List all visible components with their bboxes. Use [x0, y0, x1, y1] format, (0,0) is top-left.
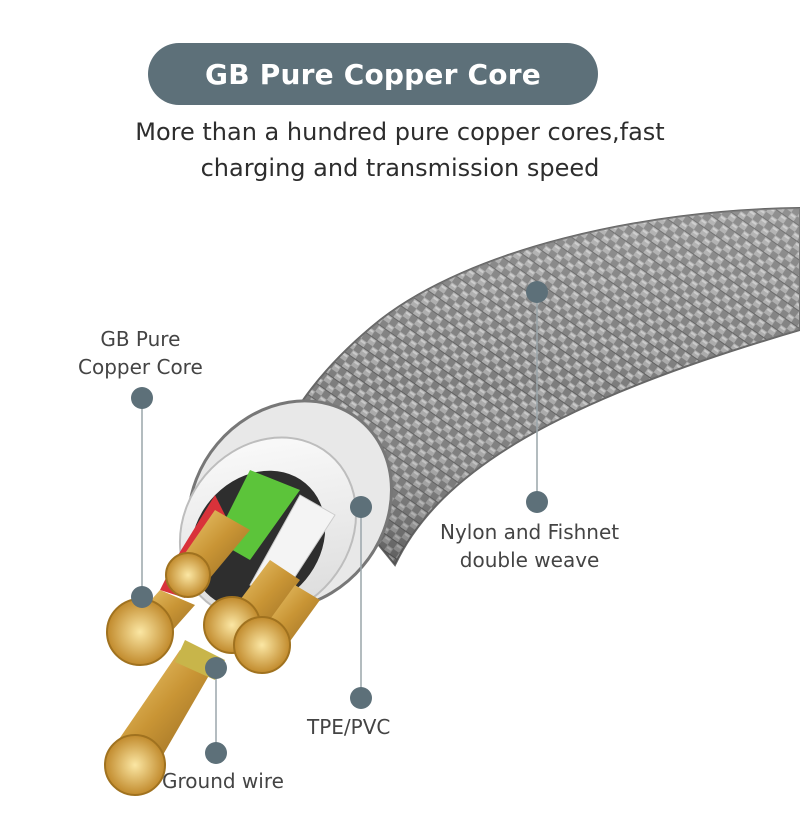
- callout-weave-line-1: Nylon and Fishnet: [440, 520, 620, 544]
- callout-weave-line-2: double weave: [459, 548, 600, 572]
- callout-ground-text: Ground wire: [162, 769, 284, 793]
- callout-dot-copper-core-top: [131, 387, 153, 409]
- subtitle-line-1: More than a hundred pure copper cores,fa…: [135, 118, 665, 146]
- callout-dot-copper-core-bottom: [131, 586, 153, 608]
- callout-weave: Nylon and Fishnet double weave: [440, 518, 619, 574]
- callout-dot-weave-top: [526, 281, 548, 303]
- strand-end-5: [104, 734, 166, 796]
- subtitle: More than a hundred pure copper cores,fa…: [60, 114, 740, 186]
- strand-end-1: [165, 552, 211, 598]
- callout-copper-core-line-2: Copper Core: [78, 355, 203, 379]
- strand-end-2: [106, 598, 174, 666]
- title-text: GB Pure Copper Core: [205, 57, 541, 91]
- callout-dot-ground-bottom: [205, 742, 227, 764]
- callout-jacket: TPE/PVC: [307, 713, 390, 741]
- callout-dot-jacket-top: [350, 496, 372, 518]
- callout-dot-ground-top: [205, 657, 227, 679]
- ground-wire: [115, 650, 215, 760]
- callout-copper-core-line-1: GB Pure: [100, 327, 181, 351]
- strand-end-4: [233, 616, 291, 674]
- callout-dot-weave-bottom: [526, 491, 548, 513]
- callout-copper-core: GB Pure Copper Core: [78, 325, 203, 381]
- callout-jacket-text: TPE/PVC: [307, 715, 391, 739]
- callout-dot-jacket-bottom: [350, 687, 372, 709]
- title-banner: GB Pure Copper Core: [148, 43, 598, 105]
- subtitle-line-2: charging and transmission speed: [200, 154, 600, 182]
- callout-ground: Ground wire: [162, 767, 284, 795]
